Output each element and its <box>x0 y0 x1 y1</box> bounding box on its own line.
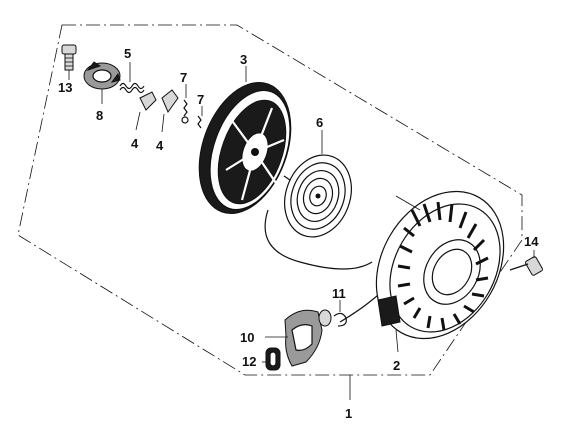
part-6-recoil-spring <box>283 130 352 238</box>
part-8-ratchet-guide <box>83 61 121 104</box>
part-7-spring-b <box>197 106 203 129</box>
starter-rope <box>264 209 393 323</box>
callout-4-right: 4 <box>156 138 164 153</box>
callout-2: 2 <box>393 358 400 373</box>
callout-3: 3 <box>240 52 247 67</box>
callout-7-b: 7 <box>197 92 204 107</box>
part-11-rope-knot <box>333 300 347 327</box>
callout-labels: 1 2 3 4 4 5 6 7 7 8 10 11 12 13 14 <box>58 46 539 421</box>
callout-13: 13 <box>58 80 72 95</box>
callout-8: 8 <box>96 108 103 123</box>
callout-4-left: 4 <box>131 136 139 151</box>
callout-11: 11 <box>332 286 346 301</box>
callout-12: 12 <box>242 354 256 369</box>
callout-1: 1 <box>345 406 352 421</box>
part-12-grip-insert <box>262 347 281 371</box>
part-13-bolt <box>61 44 77 80</box>
part-5-spring <box>119 62 145 94</box>
callout-6: 6 <box>316 115 323 130</box>
part-3-starter-reel <box>198 66 292 214</box>
part-2-starter-case <box>375 190 505 353</box>
callout-5: 5 <box>124 46 131 61</box>
part-4-ratchet-right <box>161 89 179 133</box>
part-14-bolt <box>509 250 543 276</box>
callout-14: 14 <box>524 234 539 249</box>
part-7-spring-a <box>181 84 189 124</box>
callout-7-a: 7 <box>180 70 187 85</box>
callout-10: 10 <box>240 330 254 345</box>
part-4-ratchet-left <box>135 91 157 131</box>
part-10-starter-grip <box>265 309 332 367</box>
